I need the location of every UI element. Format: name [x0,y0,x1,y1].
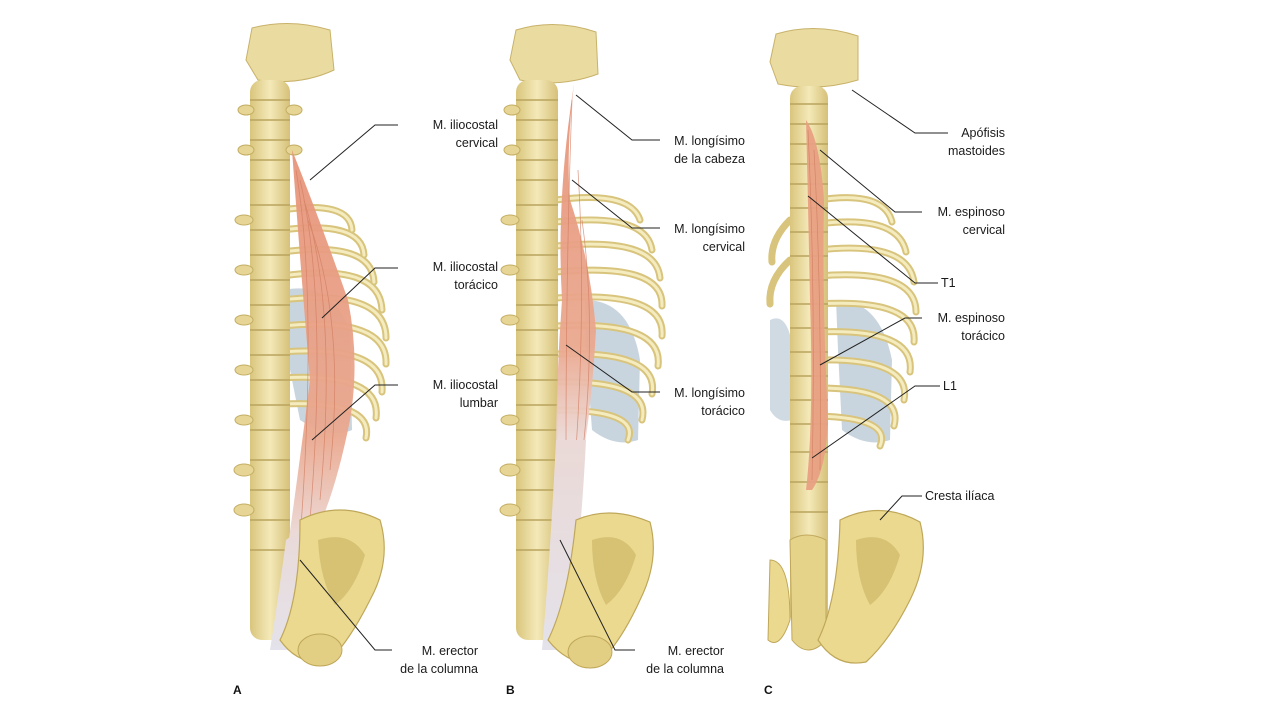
leader-a-iliocostal-lumbar [311,384,398,441]
leader-b-longisimo-cabeza [575,94,660,141]
label-line: cervical [455,136,498,150]
label-line: M. longísimo [674,222,745,236]
label-b-longisimo-toracico: M. longísimo torácico [640,384,745,420]
leader-c-apofisis [851,89,948,134]
label-line: M. iliocostal [432,118,498,132]
label-a-iliocostal-cervical: M. iliocostal cervical [398,116,498,152]
leader-c-l1 [811,385,940,459]
label-c-espinoso-toracico: M. espinoso torácico [920,309,1005,345]
label-line: M. erector [421,644,478,658]
label-c-t1: T1 [941,274,956,292]
label-line: torácico [961,329,1005,343]
label-line: torácico [701,404,745,418]
label-line: M. espinoso [937,205,1005,219]
label-line: M. iliocostal [432,378,498,392]
label-line: cervical [962,223,1005,237]
label-line: M. longísimo [674,134,745,148]
label-line: Cresta ilíaca [925,489,995,503]
label-a-erector: M. erector de la columna [378,642,478,678]
leader-b-longisimo-toracico [565,344,660,393]
label-line: T1 [941,276,956,290]
leader-c-espinoso-cervical [819,149,922,213]
leader-b-longisimo-cervical [571,179,660,229]
label-line: lumbar [459,396,498,410]
label-c-l1: L1 [943,377,957,395]
label-a-iliocostal-lumbar: M. iliocostal lumbar [398,376,498,412]
leader-c-t1 [807,195,938,284]
panel-a-illustration [233,22,390,667]
label-line: M. longísimo [674,386,745,400]
label-c-espinoso-cervical: M. espinoso cervical [920,203,1005,239]
leader-lines [299,89,948,651]
leader-a-erector [299,559,392,651]
label-line: M. erector [667,644,724,658]
label-line: de la cabeza [674,152,745,166]
leader-a-iliocostal-toracico [321,267,398,319]
panel-letter-a: A [233,683,242,697]
leader-c-espinoso-toracico [819,317,922,366]
label-line: M. iliocostal [432,260,498,274]
label-line: de la columna [646,662,724,676]
label-b-longisimo-cervical: M. longísimo cervical [640,220,745,256]
panel-b-illustration [499,24,666,669]
label-b-erector: M. erector de la columna [622,642,724,678]
label-line: Apófisis [961,126,1005,140]
panel-c-illustration [766,28,924,664]
label-line: M. espinoso [937,311,1005,325]
label-line: cervical [702,240,745,254]
label-c-apofisis: Apófisis mastoides [930,124,1005,160]
label-a-iliocostal-toracico: M. iliocostal torácico [398,258,498,294]
leader-a-iliocostal-cervical [309,124,398,181]
leader-b-erector [559,539,635,651]
label-c-cresta: Cresta ilíaca [925,487,994,505]
label-b-longisimo-cabeza: M. longísimo de la cabeza [640,132,745,168]
label-line: torácico [454,278,498,292]
panel-letter-c: C [764,683,773,697]
label-line: de la columna [400,662,478,676]
label-line: mastoides [948,144,1005,158]
label-line: L1 [943,379,957,393]
leader-c-cresta [879,495,922,521]
panel-letter-b: B [506,683,515,697]
